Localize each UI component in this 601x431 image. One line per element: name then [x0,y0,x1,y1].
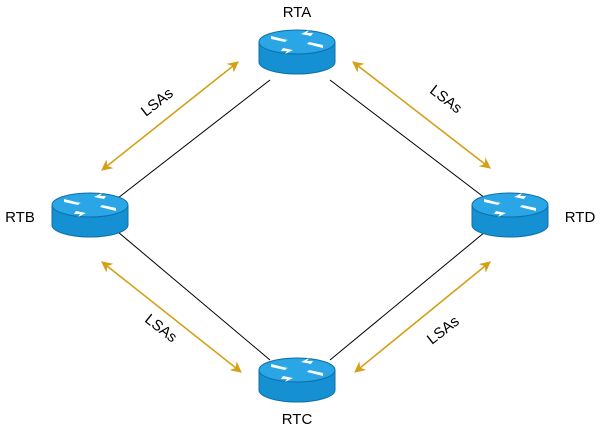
lsa-label-c-d: LSAs [424,313,463,348]
router-label-rtb: RTB [5,209,35,226]
router-label-rtc: RTC [282,411,313,428]
router-icon [471,192,549,238]
lsa-arrow-a-b [101,61,239,171]
router-rtb[interactable] [51,192,129,238]
link-rtb-rtc [117,231,271,361]
link-rtc-rtd [329,231,486,361]
lsa-label-a-d: LSAs [426,82,465,117]
router-icon [51,192,129,238]
router-icon [258,357,336,403]
lsa-arrow-a-d [352,61,491,169]
lsa-label-b-c: LSAs [141,311,180,346]
router-rtc[interactable] [258,357,336,403]
lsa-arrow-c-d [354,261,491,373]
router-icon [258,29,336,75]
router-label-rta: RTA [283,4,312,21]
router-rta[interactable] [258,29,336,75]
router-rtd[interactable] [471,192,549,238]
lsa-arrow-b-c [101,261,242,373]
router-label-rtd: RTD [565,209,596,226]
link-rta-rtd [329,79,486,199]
